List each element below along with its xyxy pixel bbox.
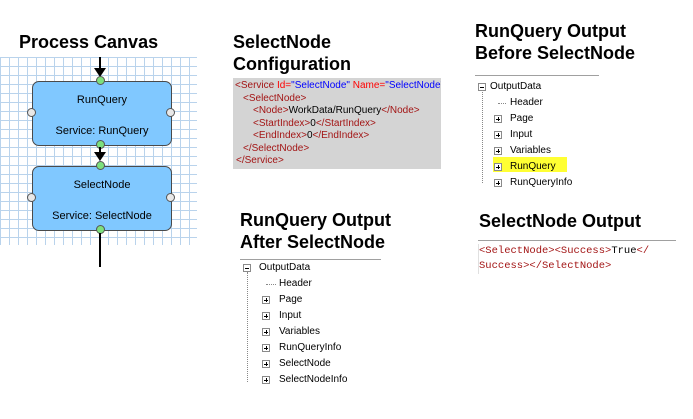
- divider: [478, 240, 676, 241]
- xml-line: <StartIndex>0</StartIndex>: [253, 118, 376, 129]
- before-heading-line1: RunQuery Output: [475, 21, 626, 41]
- runquery-node[interactable]: RunQuery Service: RunQuery: [32, 81, 172, 146]
- divider: [240, 259, 381, 260]
- expand-icon[interactable]: [494, 163, 502, 171]
- runquery-input-port[interactable]: [96, 76, 105, 85]
- input-connector-line: [99, 57, 101, 71]
- node-service: Service: RunQuery: [55, 125, 149, 137]
- tree-item-header[interactable]: Header: [510, 97, 543, 108]
- expand-icon[interactable]: [262, 296, 270, 304]
- after-heading-line2: After SelectNode: [240, 232, 386, 252]
- expand-icon[interactable]: [262, 360, 270, 368]
- xml-line: </Service>: [236, 155, 284, 166]
- node-title: SelectNode: [73, 179, 131, 191]
- arrow-down-icon: [94, 68, 106, 77]
- output-line: <SelectNode><Success>True</: [479, 245, 650, 257]
- selectnode-right-port[interactable]: [166, 193, 175, 202]
- expand-icon[interactable]: [262, 344, 270, 352]
- tree-root[interactable]: OutputData: [490, 81, 542, 92]
- expand-icon[interactable]: [494, 115, 502, 123]
- output-border: [478, 244, 479, 274]
- expand-icon[interactable]: [494, 131, 502, 139]
- output-line: Success></SelectNode>: [479, 260, 612, 272]
- selectnode-node[interactable]: SelectNode Service: SelectNode: [32, 166, 172, 231]
- tree-item-input[interactable]: Input: [279, 310, 302, 321]
- output-xml[interactable]: <SelectNode><Success>True</ Success></Se…: [479, 244, 649, 274]
- tree-item-selectnodeinfo[interactable]: SelectNodeInfo: [279, 374, 348, 385]
- runquery-right-port[interactable]: [166, 108, 175, 117]
- config-xml-box[interactable]: <Service Id="SelectNode" Name="SelectNod…: [233, 78, 441, 169]
- output-connector-line: [99, 233, 101, 267]
- node-title: RunQuery: [76, 94, 128, 106]
- tree-root[interactable]: OutputData: [259, 262, 311, 273]
- divider: [475, 75, 599, 76]
- highlight: [493, 157, 567, 172]
- tree-item-selectnode[interactable]: SelectNode: [279, 358, 331, 369]
- selectnode-input-port[interactable]: [96, 161, 105, 170]
- before-heading-line2: Before SelectNode: [475, 43, 636, 63]
- tree-item-header[interactable]: Header: [279, 278, 312, 289]
- process-canvas-heading: Process Canvas: [19, 32, 159, 52]
- tree-item-page[interactable]: Page: [510, 113, 534, 124]
- tree-item-input[interactable]: Input: [510, 129, 533, 140]
- tree-item-page[interactable]: Page: [279, 294, 303, 305]
- tree-item-runqueryinfo[interactable]: RunQueryInfo: [279, 342, 342, 353]
- expand-icon[interactable]: [494, 147, 502, 155]
- tree-item-runqueryinfo[interactable]: RunQueryInfo: [510, 177, 573, 188]
- process-canvas[interactable]: RunQuery Service: RunQuery SelectNode Se…: [0, 57, 197, 245]
- tree-item-runquery[interactable]: RunQuery: [510, 161, 556, 172]
- xml-line: <Service Id="SelectNode" Name="SelectNod…: [235, 80, 441, 91]
- expand-icon[interactable]: [262, 328, 270, 336]
- expand-icon[interactable]: [262, 376, 270, 384]
- node-service: Service: SelectNode: [52, 210, 152, 222]
- config-heading-line2: Configuration: [233, 54, 351, 74]
- collapse-icon[interactable]: [243, 264, 251, 272]
- selectnode-left-port[interactable]: [27, 193, 36, 202]
- arrow-down-icon: [94, 152, 106, 161]
- runquery-left-port[interactable]: [27, 108, 36, 117]
- xml-line: <EndIndex>0</EndIndex>: [253, 130, 370, 141]
- expand-icon[interactable]: [494, 179, 502, 187]
- config-heading-line1: SelectNode: [233, 32, 332, 52]
- output-heading: SelectNode Output: [479, 211, 642, 231]
- expand-icon[interactable]: [262, 312, 270, 320]
- collapse-icon[interactable]: [478, 83, 486, 91]
- xml-line: <Node>WorkData/RunQuery</Node>: [253, 105, 420, 116]
- tree-item-variables[interactable]: Variables: [279, 326, 320, 337]
- tree-item-variables[interactable]: Variables: [510, 145, 551, 156]
- xml-line: <SelectNode>: [243, 93, 307, 104]
- after-heading-line1: RunQuery Output: [240, 210, 391, 230]
- xml-line: </SelectNode>: [243, 143, 310, 154]
